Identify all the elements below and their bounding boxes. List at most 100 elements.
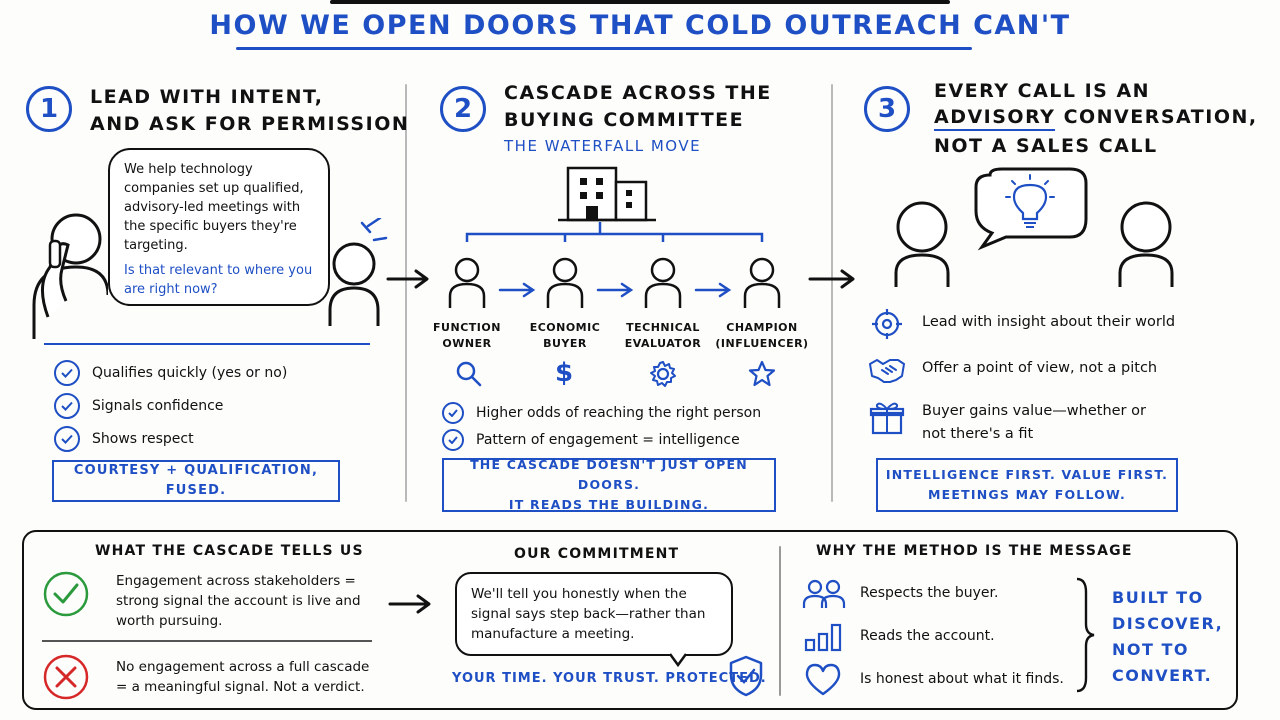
listener-person-icon — [328, 218, 388, 326]
feature-item: Offer a point of view, not a pitch — [868, 354, 1175, 400]
step-number-2: 2 — [440, 86, 486, 132]
panel3-heading-line3: NOT A SALES CALL — [934, 135, 1158, 157]
caller-person-icon — [32, 213, 108, 339]
search-icon — [456, 361, 482, 387]
cascade-heading: WHAT THE CASCADE TELLS US — [95, 543, 364, 559]
check-label: Higher odds of reaching the right person — [476, 404, 762, 421]
check-item: Qualifies quickly (yes or no) — [54, 356, 287, 389]
panel2-callout-box: THE CASCADE DOESN'T JUST OPEN DOORS. IT … — [442, 457, 776, 512]
feature-item: Buyer gains value—whether or not there's… — [868, 400, 1175, 446]
panel3-callout-line: INTELLIGENCE FIRST. VALUE FIRST. — [885, 467, 1169, 482]
divider-1 — [405, 84, 407, 502]
check-icon — [54, 359, 80, 386]
heart-icon — [805, 663, 841, 696]
bottom-divider — [779, 546, 781, 696]
panel1-callout-text: COURTESY + QUALIFICATION, FUSED. — [73, 463, 319, 498]
summary-line: NOT TO — [1112, 640, 1189, 659]
gift-icon — [869, 402, 905, 435]
lightbulb-icon — [1005, 174, 1055, 228]
method-heading: WHY THE METHOD IS THE MESSAGE — [816, 543, 1133, 559]
role-line: TECHNICAL — [626, 321, 700, 334]
feature-label: Lead with insight about their world — [922, 314, 1176, 330]
method-item-text: Reads the account. — [860, 628, 995, 644]
commitment-tagline: YOUR TIME. YOUR TRUST. PROTECTED. — [452, 671, 767, 686]
feature-label: Offer a point of view, not a pitch — [922, 360, 1158, 376]
page-title: HOW WE OPEN DOORS THAT COLD OUTREACH CAN… — [209, 10, 1071, 41]
speech-bubble: We help technology companies set up qual… — [108, 148, 330, 306]
role-function-owner: FUNCTION OWNER — [417, 320, 517, 352]
summary-line: CONVERT. — [1112, 666, 1213, 685]
check-icon — [54, 425, 80, 452]
arrow-right-icon — [388, 594, 431, 614]
handshake-icon — [869, 359, 905, 383]
heading-underlined-word: ADVISORY — [934, 106, 1056, 131]
panel1-heading-line2: AND ASK FOR PERMISSION — [90, 113, 410, 135]
failure-x-icon — [43, 654, 89, 700]
feature-item: Lead with insight about their world — [868, 308, 1175, 354]
brace-icon — [1076, 577, 1095, 693]
method-item-text: Respects the buyer. — [860, 585, 999, 601]
role-line: BUYER — [543, 337, 587, 350]
feature-label: Buyer gains value—whether or not there's… — [922, 403, 1146, 442]
role-technical-evaluator: TECHNICAL EVALUATOR — [613, 320, 713, 352]
gear-icon — [650, 361, 676, 387]
panel1-separator — [44, 343, 370, 345]
panel2-callout-line: IT READS THE BUILDING. — [508, 497, 710, 512]
arrow-right-icon — [808, 269, 855, 289]
panel3-heading-line2: ADVISORY CONVERSATION, — [934, 104, 1258, 131]
bar-chart-icon — [804, 623, 842, 652]
person-icon — [546, 257, 584, 308]
panel3-heading-line1: EVERY CALL IS AN — [934, 80, 1151, 102]
check-label: Qualifies quickly (yes or no) — [92, 364, 288, 381]
cascade-positive-text: Engagement across stakeholders = strong … — [116, 573, 361, 629]
commitment-bubble-text: We'll tell you honestly when the signal … — [471, 586, 706, 642]
check-item: Signals confidence — [54, 389, 287, 422]
summary-line: DISCOVER, — [1112, 614, 1224, 633]
heading-rest: CONVERSATION, — [1063, 106, 1258, 128]
building-icon — [558, 166, 656, 222]
check-label: Signals confidence — [92, 397, 224, 414]
method-summary: BUILT TO DISCOVER, NOT TO CONVERT. — [1112, 585, 1223, 689]
person-icon — [644, 257, 682, 308]
role-line: (INFLUENCER) — [715, 337, 809, 350]
building-org-chart — [465, 166, 764, 242]
people-icon — [802, 579, 846, 608]
panel2-heading-line2: BUYING COMMITTEE — [504, 109, 745, 131]
advisory-conversation-illustration — [894, 167, 1174, 287]
role-line: CHAMPION — [726, 321, 798, 334]
role-line: OWNER — [442, 337, 492, 350]
cascade-separator — [42, 640, 372, 642]
check-item: Shows respect — [54, 422, 287, 455]
shield-check-icon — [729, 655, 763, 697]
check-label: Pattern of engagement = intelligence — [476, 431, 740, 448]
stakeholder-row — [448, 257, 781, 308]
person-icon — [894, 201, 950, 287]
check-icon — [54, 392, 80, 419]
top-rule — [330, 0, 950, 4]
check-item: Higher odds of reaching the right person — [442, 399, 761, 426]
step-number-1: 1 — [26, 86, 72, 132]
thought-bubble — [974, 167, 1088, 251]
person-icon — [448, 257, 486, 308]
divider-2 — [831, 84, 833, 502]
target-icon — [872, 309, 902, 339]
summary-line: BUILT TO — [1112, 588, 1204, 607]
step-number-3: 3 — [864, 86, 910, 132]
bubble-pitch-text: We help technology companies set up qual… — [124, 162, 304, 253]
panel3-callout-box: INTELLIGENCE FIRST. VALUE FIRST. MEETING… — [876, 458, 1178, 512]
success-check-icon — [43, 571, 89, 617]
panel2-check-list: Higher odds of reaching the right person… — [442, 399, 761, 453]
method-item-text: Is honest about what it finds. — [860, 671, 1064, 687]
title-underline — [236, 47, 972, 50]
role-line: FUNCTION — [433, 321, 501, 334]
check-icon — [442, 428, 464, 451]
panel1-check-list: Qualifies quickly (yes or no) Signals co… — [54, 356, 287, 455]
bubble-tail — [668, 653, 688, 667]
panel2-subheading: THE WATERFALL MOVE — [504, 137, 702, 155]
panel2-heading-line1: CASCADE ACROSS THE — [504, 82, 772, 104]
role-line: ECONOMIC — [529, 321, 601, 334]
dollar-icon: $ — [555, 358, 574, 388]
person-icon — [743, 257, 781, 308]
check-icon — [442, 401, 464, 424]
role-champion: CHAMPION (INFLUENCER) — [712, 320, 812, 352]
